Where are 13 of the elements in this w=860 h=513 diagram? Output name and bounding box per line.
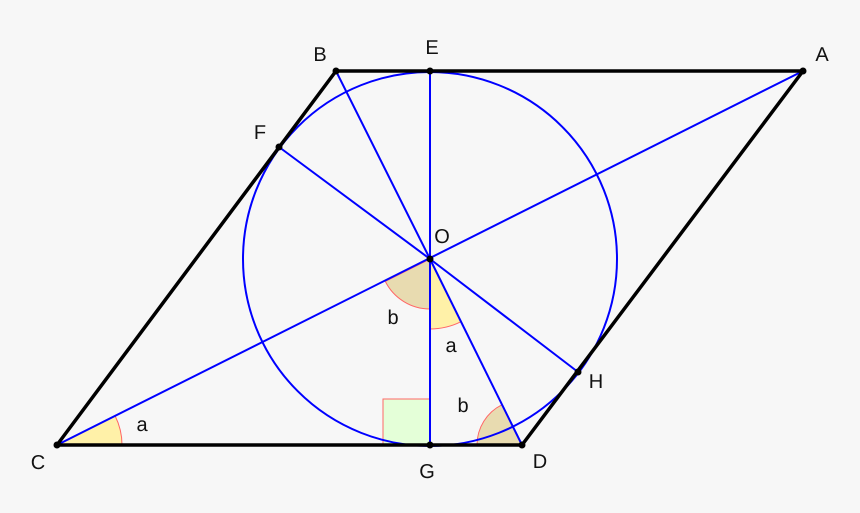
point-label: C xyxy=(30,453,46,473)
point-label: D xyxy=(532,452,548,472)
angle-label: b xyxy=(387,308,399,328)
point-label: F xyxy=(254,123,266,143)
point-label: G xyxy=(419,462,435,482)
point-label: E xyxy=(425,38,439,58)
point-label: H xyxy=(588,372,604,392)
angle-label: a xyxy=(445,336,457,356)
point-label: A xyxy=(815,45,829,65)
point-label: O xyxy=(434,227,450,247)
point-label: B xyxy=(313,45,327,65)
angle-label: b xyxy=(457,396,469,416)
angle-label: a xyxy=(136,415,148,435)
